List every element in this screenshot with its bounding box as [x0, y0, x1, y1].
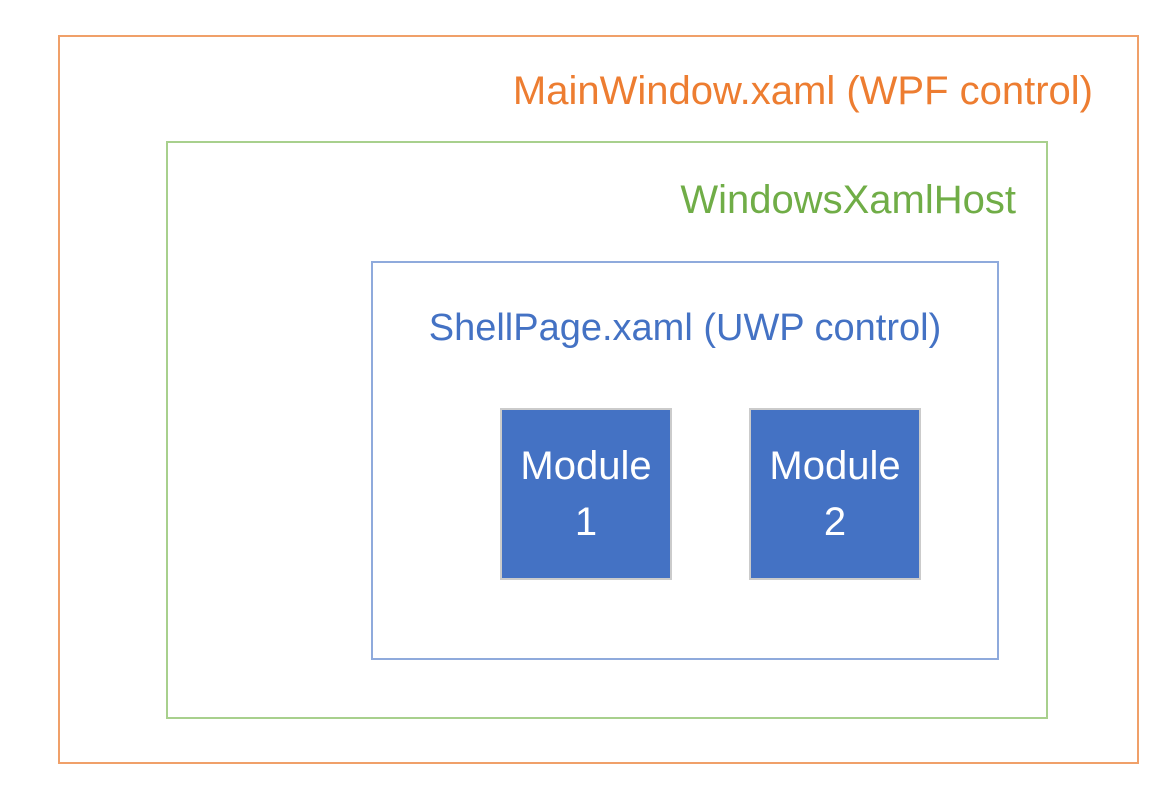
mainwindow-wpf-box: MainWindow.xaml (WPF control) WindowsXam… [58, 35, 1139, 764]
module-1-box: Module 1 [500, 408, 672, 580]
shellpage-uwp-label: ShellPage.xaml (UWP control) [428, 307, 942, 349]
module-1-label-line2: 1 [574, 500, 598, 544]
module-2-label-line1: Module [769, 444, 901, 488]
windowsxamlhost-label: WindowsXamlHost [680, 178, 1016, 222]
windowsxamlhost-box: WindowsXamlHost ShellPage.xaml (UWP cont… [166, 141, 1048, 719]
module-2-box: Module 2 [749, 408, 921, 580]
module-2-label-line2: 2 [823, 500, 847, 544]
mainwindow-wpf-label: MainWindow.xaml (WPF control) [512, 69, 1093, 113]
shellpage-uwp-box: ShellPage.xaml (UWP control) Module 1 Mo… [371, 261, 999, 660]
module-1-label-line1: Module [520, 444, 652, 488]
